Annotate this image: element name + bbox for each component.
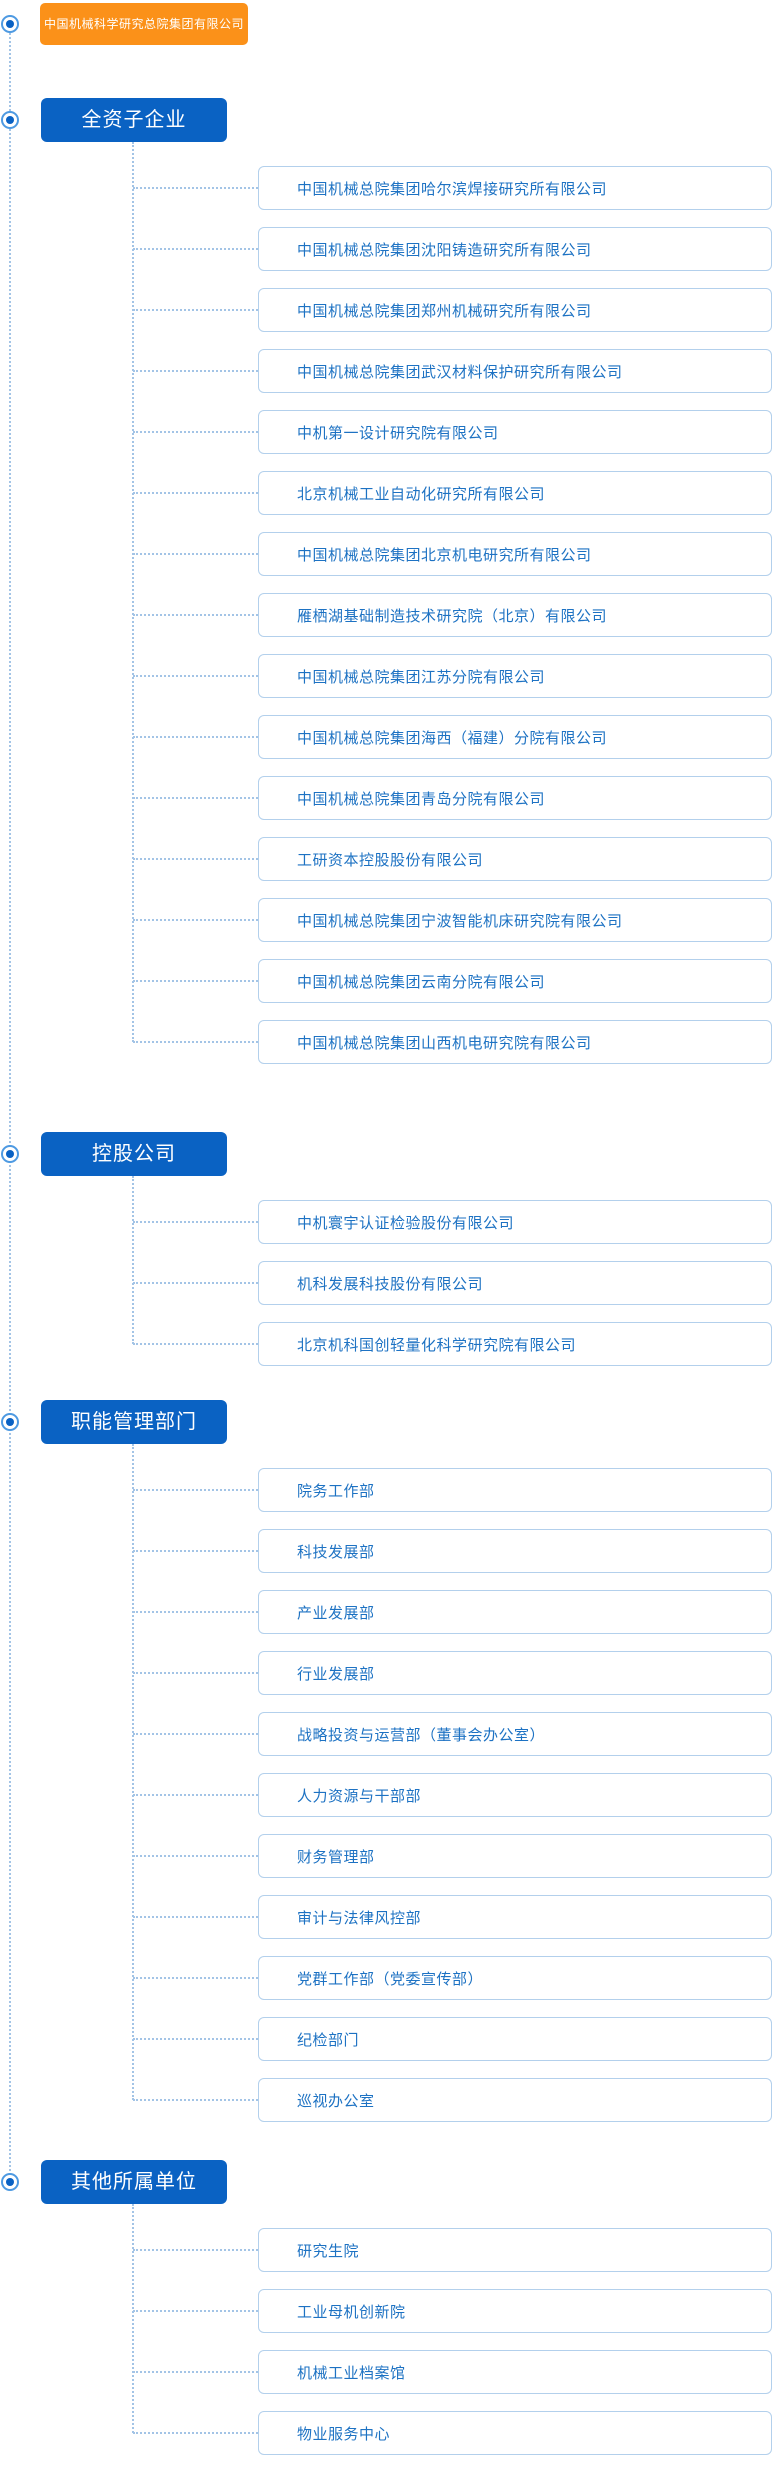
radio-bullet-icon[interactable] <box>1 111 19 129</box>
org-item[interactable]: 科技发展部 <box>133 1529 772 1573</box>
org-item-label: 中国机械总院集团海西（福建）分院有限公司 <box>297 729 608 747</box>
org-item-label: 审计与法律风控部 <box>297 1909 422 1927</box>
bullet-dot <box>6 20 14 28</box>
bullet-dot <box>6 1150 14 1158</box>
section-item-list: 中国机械总院集团哈尔滨焊接研究所有限公司 中国机械总院集团沈阳铸造研究所有限公司… <box>133 166 772 1081</box>
org-item[interactable]: 工研资本控股股份有限公司 <box>133 837 772 881</box>
org-item[interactable]: 财务管理部 <box>133 1834 772 1878</box>
section-connector-line <box>132 1444 134 2100</box>
org-item[interactable]: 中国机械总院集团沈阳铸造研究所有限公司 <box>133 227 772 271</box>
org-item[interactable]: 中国机械总院集团云南分院有限公司 <box>133 959 772 1003</box>
org-item[interactable]: 研究生院 <box>133 2228 772 2272</box>
section-header[interactable]: 其他所属单位 <box>41 2160 227 2204</box>
org-item-label: 中国机械总院集团青岛分院有限公司 <box>297 790 546 808</box>
org-item[interactable]: 工业母机创新院 <box>133 2289 772 2333</box>
org-item[interactable]: 中国机械总院集团武汉材料保护研究所有限公司 <box>133 349 772 393</box>
org-item[interactable]: 行业发展部 <box>133 1651 772 1695</box>
section-connector-line <box>132 2204 134 2433</box>
section-item-list: 院务工作部 科技发展部 产业发展部 行业发展部 战略投资与运营部（董事会办公室） <box>133 1468 772 2139</box>
org-item-label: 中国机械总院集团哈尔滨焊接研究所有限公司 <box>297 180 608 198</box>
org-item[interactable]: 中国机械总院集团山西机电研究院有限公司 <box>133 1020 772 1064</box>
radio-bullet-icon <box>1 15 19 33</box>
radio-bullet-icon[interactable] <box>1 1145 19 1163</box>
org-item[interactable]: 北京机械工业自动化研究所有限公司 <box>133 471 772 515</box>
org-item[interactable]: 产业发展部 <box>133 1590 772 1634</box>
org-item-label: 中国机械总院集团北京机电研究所有限公司 <box>297 546 592 564</box>
org-item-label: 中国机械总院集团江苏分院有限公司 <box>297 668 546 686</box>
org-item[interactable]: 中机第一设计研究院有限公司 <box>133 410 772 454</box>
org-item[interactable]: 中国机械总院集团青岛分院有限公司 <box>133 776 772 820</box>
org-item[interactable]: 院务工作部 <box>133 1468 772 1512</box>
section-header[interactable]: 职能管理部门 <box>41 1400 227 1444</box>
org-item[interactable]: 物业服务中心 <box>133 2411 772 2455</box>
radio-bullet-icon[interactable] <box>1 2173 19 2191</box>
org-item-label: 中机寰宇认证检验股份有限公司 <box>297 1214 515 1232</box>
org-item[interactable]: 中国机械总院集团北京机电研究所有限公司 <box>133 532 772 576</box>
org-item-label: 院务工作部 <box>297 1482 375 1500</box>
org-item-label: 工业母机创新院 <box>297 2303 406 2321</box>
section-item-list: 研究生院 工业母机创新院 机械工业档案馆 物业服务中心 <box>133 2228 772 2466</box>
main-spine-line <box>9 30 11 2182</box>
org-item-label: 中机第一设计研究院有限公司 <box>297 424 499 442</box>
org-item-label: 机械工业档案馆 <box>297 2364 406 2382</box>
radio-bullet-icon[interactable] <box>1 1413 19 1431</box>
org-item-label: 北京机械工业自动化研究所有限公司 <box>297 485 546 503</box>
org-item-label: 纪检部门 <box>297 2031 360 2049</box>
bullet-dot <box>6 1418 14 1426</box>
section-connector-line <box>132 1176 134 1344</box>
org-item[interactable]: 中国机械总院集团海西（福建）分院有限公司 <box>133 715 772 759</box>
org-item-label: 中国机械总院集团宁波智能机床研究院有限公司 <box>297 912 623 930</box>
org-item[interactable]: 北京机科国创轻量化科学研究院有限公司 <box>133 1322 772 1366</box>
section-item-list: 中机寰宇认证检验股份有限公司 机科发展科技股份有限公司 北京机科国创轻量化科学研… <box>133 1200 772 1383</box>
org-item-label: 财务管理部 <box>297 1848 375 1866</box>
org-item[interactable]: 中国机械总院集团哈尔滨焊接研究所有限公司 <box>133 166 772 210</box>
org-item[interactable]: 巡视办公室 <box>133 2078 772 2122</box>
org-item-label: 中国机械总院集团沈阳铸造研究所有限公司 <box>297 241 592 259</box>
org-item[interactable]: 雁栖湖基础制造技术研究院（北京）有限公司 <box>133 593 772 637</box>
org-item-label: 研究生院 <box>297 2242 360 2260</box>
org-item[interactable]: 中国机械总院集团宁波智能机床研究院有限公司 <box>133 898 772 942</box>
org-item-label: 科技发展部 <box>297 1543 375 1561</box>
org-item-label: 巡视办公室 <box>297 2092 375 2110</box>
root-node: 中国机械科学研究总院集团有限公司 <box>0 3 779 45</box>
org-item-label: 党群工作部（党委宣传部） <box>297 1970 484 1988</box>
org-item-label: 机科发展科技股份有限公司 <box>297 1275 484 1293</box>
org-item[interactable]: 人力资源与干部部 <box>133 1773 772 1817</box>
org-item[interactable]: 机械工业档案馆 <box>133 2350 772 2394</box>
section-connector-line <box>132 142 134 1042</box>
org-item-label: 中国机械总院集团武汉材料保护研究所有限公司 <box>297 363 623 381</box>
org-item[interactable]: 纪检部门 <box>133 2017 772 2061</box>
org-item[interactable]: 中国机械总院集团郑州机械研究所有限公司 <box>133 288 772 332</box>
org-item[interactable]: 机科发展科技股份有限公司 <box>133 1261 772 1305</box>
org-item[interactable]: 中机寰宇认证检验股份有限公司 <box>133 1200 772 1244</box>
org-item-label: 中国机械总院集团山西机电研究院有限公司 <box>297 1034 592 1052</box>
section-header[interactable]: 全资子企业 <box>41 98 227 142</box>
org-item-label: 人力资源与干部部 <box>297 1787 422 1805</box>
org-item-label: 工研资本控股股份有限公司 <box>297 851 484 869</box>
bullet-dot <box>6 116 14 124</box>
org-item-label: 战略投资与运营部（董事会办公室） <box>297 1726 546 1744</box>
section-header[interactable]: 控股公司 <box>41 1132 227 1176</box>
org-item[interactable]: 中国机械总院集团江苏分院有限公司 <box>133 654 772 698</box>
org-item-label: 北京机科国创轻量化科学研究院有限公司 <box>297 1336 577 1354</box>
org-item-label: 物业服务中心 <box>297 2425 391 2443</box>
org-item-label: 产业发展部 <box>297 1604 375 1622</box>
bullet-dot <box>6 2178 14 2186</box>
root-company-title: 中国机械科学研究总院集团有限公司 <box>40 3 248 45</box>
org-item-label: 雁栖湖基础制造技术研究院（北京）有限公司 <box>297 607 608 625</box>
org-item[interactable]: 审计与法律风控部 <box>133 1895 772 1939</box>
org-item-label: 行业发展部 <box>297 1665 375 1683</box>
org-item-label: 中国机械总院集团郑州机械研究所有限公司 <box>297 302 592 320</box>
org-item[interactable]: 战略投资与运营部（董事会办公室） <box>133 1712 772 1756</box>
org-item-label: 中国机械总院集团云南分院有限公司 <box>297 973 546 991</box>
org-item[interactable]: 党群工作部（党委宣传部） <box>133 1956 772 2000</box>
